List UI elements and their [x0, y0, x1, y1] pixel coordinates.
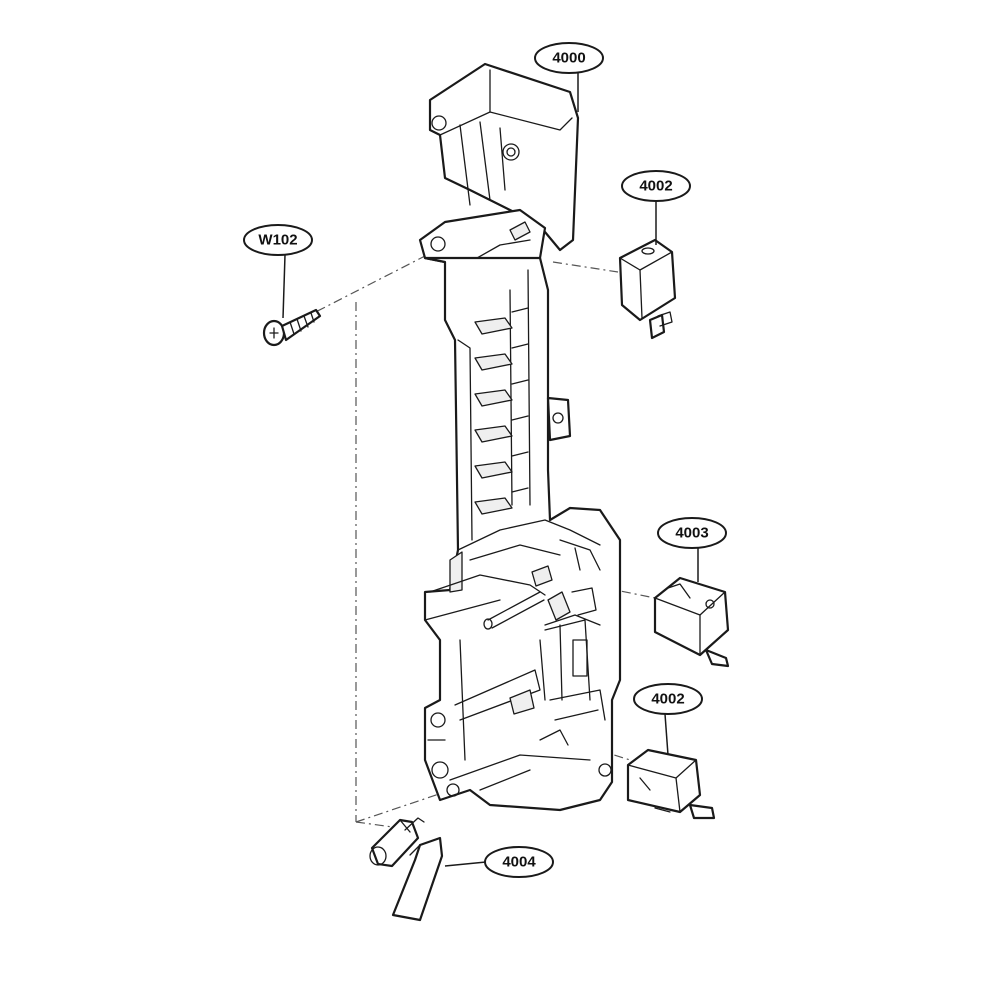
- latch-lever-part: [369, 817, 444, 922]
- callout-label-4004: 4004: [502, 854, 536, 871]
- callout-label-4003: 4003: [675, 525, 708, 542]
- callout-4002-top: 4002: [621, 170, 691, 202]
- leader-lines: [282, 72, 699, 867]
- callout-label-4002-bottom: 4002: [651, 691, 684, 708]
- callout-4003: 4003: [657, 517, 727, 549]
- callout-label-W102: W102: [258, 232, 297, 249]
- callout-label-4002-top: 4002: [639, 178, 672, 195]
- callout-label-4000: 4000: [552, 50, 585, 67]
- micro-switch-top-part: [618, 238, 677, 340]
- screw-part: [262, 308, 322, 347]
- micro-switch-bottom-part: [626, 748, 716, 820]
- callout-W102: W102: [243, 224, 313, 256]
- callout-4004: 4004: [484, 846, 554, 878]
- callout-4002-bottom: 4002: [633, 683, 703, 715]
- latch-frame-body: [418, 62, 622, 812]
- channel-ribs: [474, 307, 529, 515]
- micro-switch-middle-part: [653, 576, 730, 668]
- callout-4000: 4000: [534, 42, 604, 74]
